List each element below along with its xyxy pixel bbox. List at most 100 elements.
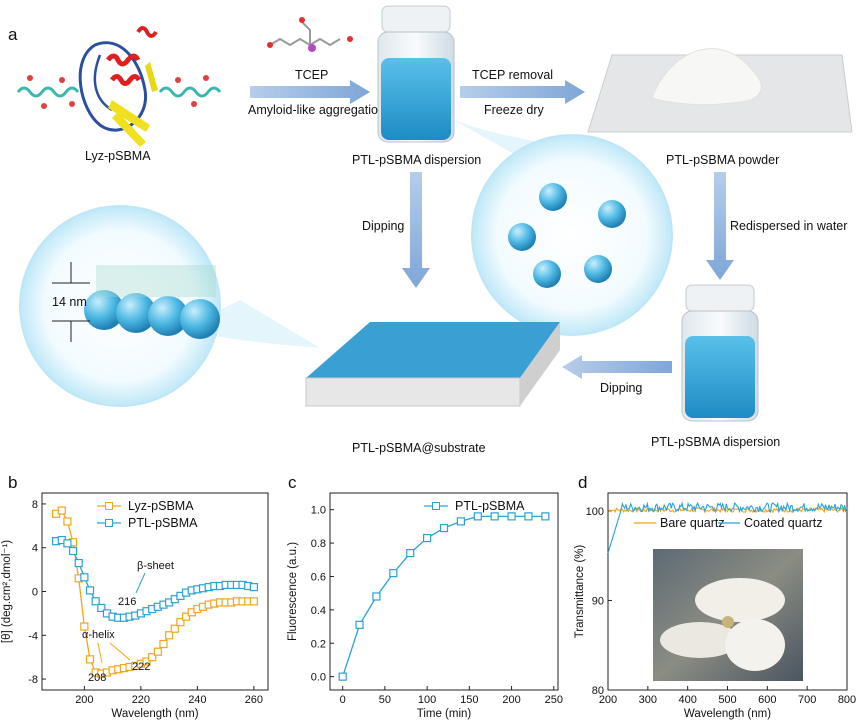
surface-zoom-bubble xyxy=(19,205,320,407)
annotation-alpha-helix: α-helix xyxy=(82,629,115,641)
redispersed-label: Redispersed in water xyxy=(730,219,847,233)
substrate-label: PTL-pSBMA@substrate xyxy=(352,441,486,455)
lyz-label: Lyz-pSBMA xyxy=(85,149,151,163)
x-tick-label: 300 xyxy=(639,694,657,706)
x-tick-label: 100 xyxy=(418,694,436,706)
annotation-222: 222 xyxy=(132,661,150,673)
coated-substrate xyxy=(305,322,560,407)
annotation-216: 216 xyxy=(118,596,136,608)
data-point xyxy=(80,573,89,582)
x-tick-label: 200 xyxy=(75,694,93,706)
plot-frame xyxy=(329,492,559,691)
x-axis-label: Wavelength (nm) xyxy=(111,708,198,720)
x-tick-label: 700 xyxy=(798,694,816,706)
data-point xyxy=(153,647,162,656)
y-tick-label: -8 xyxy=(28,674,38,686)
y-tick-label: 0.2 xyxy=(311,638,326,650)
vial-dispersion-1 xyxy=(377,5,455,143)
annotation-arrow xyxy=(97,642,103,664)
arrow-right-2 xyxy=(460,80,585,104)
legend-marker xyxy=(105,502,113,510)
x-tick-label: 200 xyxy=(599,694,617,706)
data-point xyxy=(68,546,78,556)
data-point xyxy=(456,517,465,526)
panel-letter-b: b xyxy=(8,473,17,492)
data-point xyxy=(97,603,106,613)
tcep-molecule-icon xyxy=(267,17,353,52)
y-tick-label: 0.6 xyxy=(311,571,326,583)
powder-label: PTL-pSBMA powder xyxy=(666,153,779,167)
data-point xyxy=(159,639,168,649)
y-tick-label: -4 xyxy=(28,630,38,642)
annotation-arrow xyxy=(109,642,131,661)
data-point xyxy=(80,622,89,631)
annotation-arrow xyxy=(135,572,146,594)
x-tick-label: 240 xyxy=(188,694,206,706)
legend-label: Bare quartz xyxy=(660,516,725,530)
x-tick-label: 800 xyxy=(838,694,856,706)
data-point xyxy=(249,597,258,606)
legend-label: PTL-pSBMA xyxy=(128,516,198,530)
data-point xyxy=(57,506,66,515)
x-tick-label: 260 xyxy=(245,694,263,706)
data-point xyxy=(473,512,482,521)
y-tick-label: 0.8 xyxy=(311,538,326,550)
x-tick-label: 400 xyxy=(678,694,696,706)
panel-letter-d: d xyxy=(578,473,587,492)
series-line-1 xyxy=(607,501,848,554)
thickness-indicator xyxy=(52,262,90,342)
dispersion-label-1: PTL-pSBMA dispersion xyxy=(352,153,481,167)
data-point xyxy=(181,612,191,621)
data-point xyxy=(148,653,157,662)
legend-marker xyxy=(432,502,440,510)
y-tick-label: 8 xyxy=(32,499,38,511)
x-tick-label: 250 xyxy=(545,694,563,706)
thickness-label: 14 nm xyxy=(52,295,87,309)
data-point xyxy=(142,657,151,666)
freeze-dry-label: Freeze dry xyxy=(484,103,544,117)
x-tick-label: 500 xyxy=(718,694,736,706)
arrow-left-1 xyxy=(562,355,672,379)
data-point xyxy=(63,517,72,526)
legend-marker xyxy=(105,519,113,527)
dipping-label-2: Dipping xyxy=(600,381,642,395)
data-point xyxy=(372,592,381,601)
x-tick-label: 50 xyxy=(379,694,391,706)
magnolia-photo xyxy=(653,549,803,681)
y-tick-label: 80 xyxy=(592,685,604,697)
panel-letter-c: c xyxy=(288,473,297,492)
annotation-208: 208 xyxy=(88,672,106,684)
dipping-label-1: Dipping xyxy=(362,219,404,233)
data-point xyxy=(91,597,100,606)
legend-label: Lyz-pSBMA xyxy=(128,499,194,513)
annotation-beta-sheet: β-sheet xyxy=(137,560,174,572)
data-point xyxy=(165,631,174,640)
data-point xyxy=(507,512,516,521)
arrow-down-1 xyxy=(402,172,430,288)
data-point xyxy=(406,549,415,558)
legend-label: Coated quartz xyxy=(744,516,823,530)
y-tick-label: 0.0 xyxy=(311,672,326,684)
y-tick-label: 0 xyxy=(32,587,38,599)
tcep-label: TCEP xyxy=(295,68,328,82)
tcep-removal-label: TCEP removal xyxy=(472,68,553,82)
y-axis-label: Transmittance (%) xyxy=(574,545,586,639)
arrow-right-1 xyxy=(250,80,370,104)
x-axis-label: Wavelength (nm) xyxy=(684,708,771,720)
nanoparticle-bubble xyxy=(450,118,673,336)
panel-letter-a: a xyxy=(8,25,18,44)
x-tick-label: 150 xyxy=(460,694,478,706)
data-point xyxy=(85,586,95,595)
data-point xyxy=(85,655,95,664)
dispersion-label-2: PTL-pSBMA dispersion xyxy=(651,435,780,449)
arrow-down-2 xyxy=(706,172,734,280)
y-tick-label: 1.0 xyxy=(311,505,326,517)
data-point xyxy=(389,569,398,578)
y-tick-label: 0.4 xyxy=(311,605,326,617)
amyloid-label: Amyloid-like aggregation xyxy=(248,103,385,117)
y-axis-label: [θ] (deg.cm²,dmol⁻¹) xyxy=(1,540,13,643)
data-point xyxy=(355,620,364,629)
y-tick-label: 90 xyxy=(592,595,604,607)
